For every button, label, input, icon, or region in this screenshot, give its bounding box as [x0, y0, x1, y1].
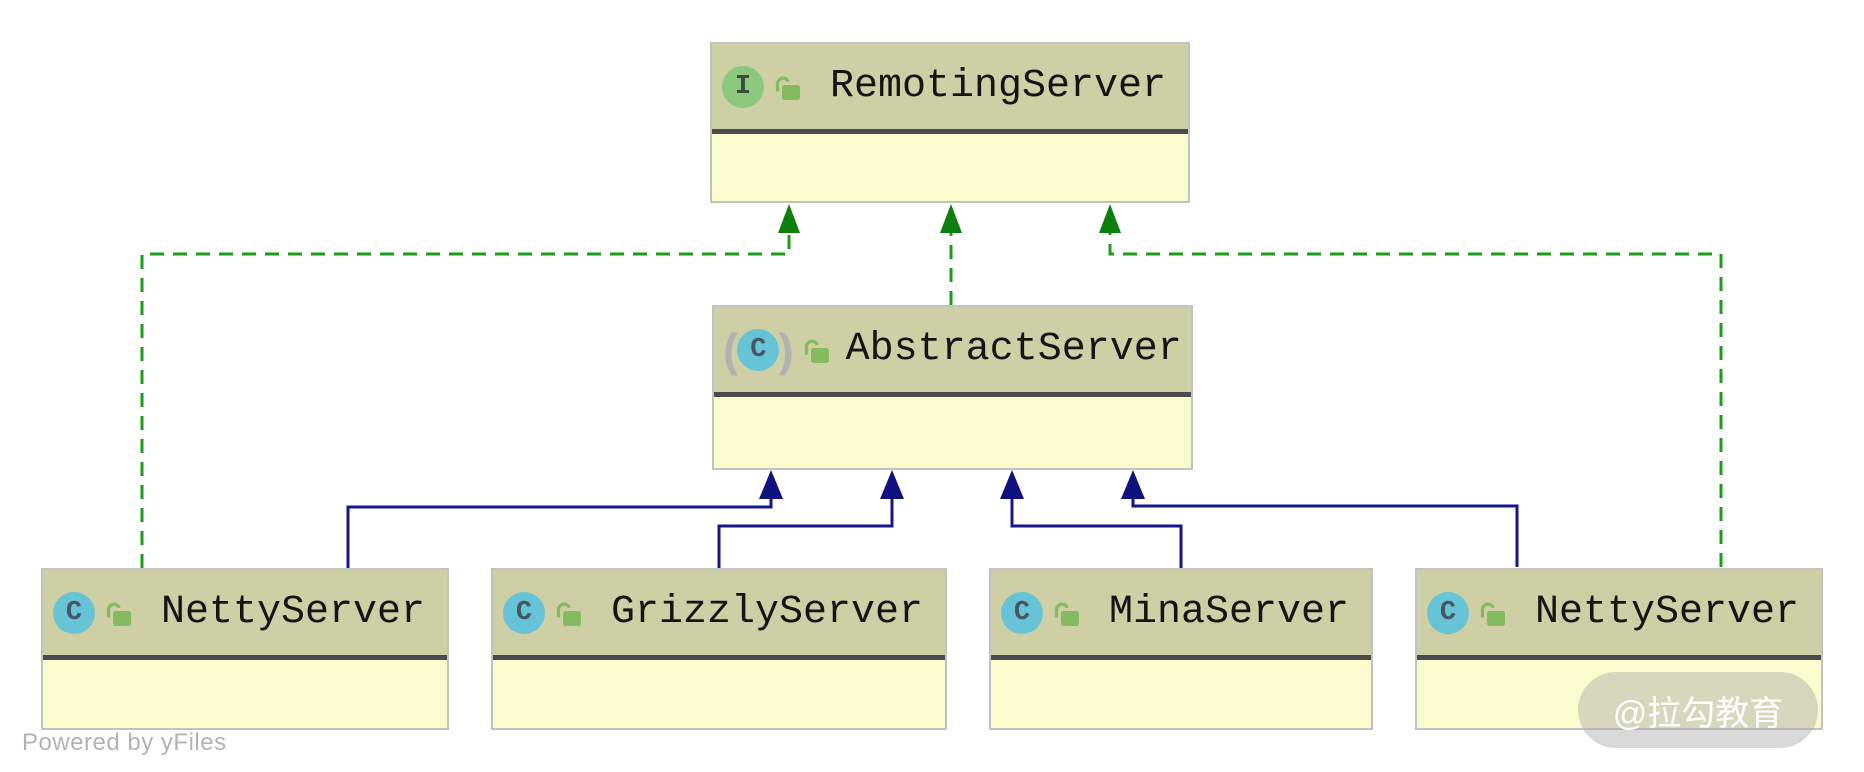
- header-separator: [712, 129, 1188, 134]
- node-title: MinaServer: [1109, 590, 1350, 635]
- class-node-grizzly-server[interactable]: C GrizzlyServer: [491, 568, 947, 730]
- unlocked-icon: [1478, 598, 1508, 628]
- header-separator: [43, 655, 447, 660]
- edge-minaserver-extends-abstractserver[interactable]: [1000, 470, 1183, 568]
- class-icon: C: [1001, 591, 1043, 634]
- class-node-netty-server-right[interactable]: C NettyServer: [1415, 568, 1823, 730]
- edge-nettyserver-right-implements-remotingserver[interactable]: [1099, 204, 1723, 567]
- node-header: C NettyServer: [43, 570, 447, 655]
- class-node-remoting-server[interactable]: I RemotingServer: [710, 42, 1190, 203]
- node-header: C MinaServer: [991, 570, 1371, 655]
- header-separator: [991, 655, 1371, 660]
- node-body: [493, 660, 945, 728]
- unlocked-icon: [554, 598, 584, 628]
- node-body: [712, 134, 1188, 201]
- abstract-class-icon: C: [737, 328, 780, 371]
- edge-nettyserver-left-extends-abstractserver[interactable]: [346, 470, 783, 568]
- edge-nettyserver-left-implements-remotingserver[interactable]: [140, 204, 800, 568]
- class-icon: C: [503, 591, 545, 634]
- node-header: C NettyServer: [1417, 570, 1821, 655]
- abstract-paren-close: ): [778, 323, 794, 376]
- node-title: NettyServer: [1535, 590, 1800, 635]
- class-node-abstract-server[interactable]: ( C ) AbstractServer: [712, 305, 1193, 470]
- node-body: [43, 660, 447, 728]
- node-body: [714, 397, 1191, 468]
- unlocked-icon: [1052, 598, 1082, 628]
- header-separator: [493, 655, 945, 660]
- watermark-text: @拉勾教育: [1612, 694, 1784, 733]
- node-title: RemotingServer: [830, 64, 1167, 109]
- node-title: NettyServer: [161, 590, 426, 635]
- edge-nettyserver-right-extends-abstractserver[interactable]: [1121, 470, 1519, 567]
- unlocked-icon: [104, 598, 134, 628]
- class-icon: C: [1427, 591, 1469, 634]
- class-icon: C: [53, 591, 95, 634]
- header-separator: [1417, 655, 1821, 660]
- class-node-mina-server[interactable]: C MinaServer: [989, 568, 1373, 730]
- node-header: ( C ) AbstractServer: [714, 307, 1191, 392]
- edge-grizzlyserver-extends-abstractserver[interactable]: [717, 470, 904, 568]
- node-body: [1417, 660, 1821, 728]
- node-header: C GrizzlyServer: [493, 570, 945, 655]
- node-body: [991, 660, 1371, 728]
- abstract-paren-open: (: [723, 323, 739, 376]
- header-separator: [714, 392, 1191, 397]
- unlocked-icon: [773, 72, 803, 102]
- unlocked-icon: [802, 335, 832, 365]
- node-header: I RemotingServer: [712, 44, 1188, 129]
- class-node-netty-server-left[interactable]: C NettyServer: [41, 568, 449, 730]
- interface-icon: I: [722, 65, 764, 108]
- watermark-pill: @拉勾教育: [1578, 672, 1818, 748]
- powered-by-yfiles-label: Powered by yFiles: [22, 729, 227, 756]
- edge-abstractserver-implements-remotingserver[interactable]: [940, 204, 962, 305]
- node-title: GrizzlyServer: [611, 590, 924, 635]
- node-title: AbstractServer: [845, 327, 1182, 372]
